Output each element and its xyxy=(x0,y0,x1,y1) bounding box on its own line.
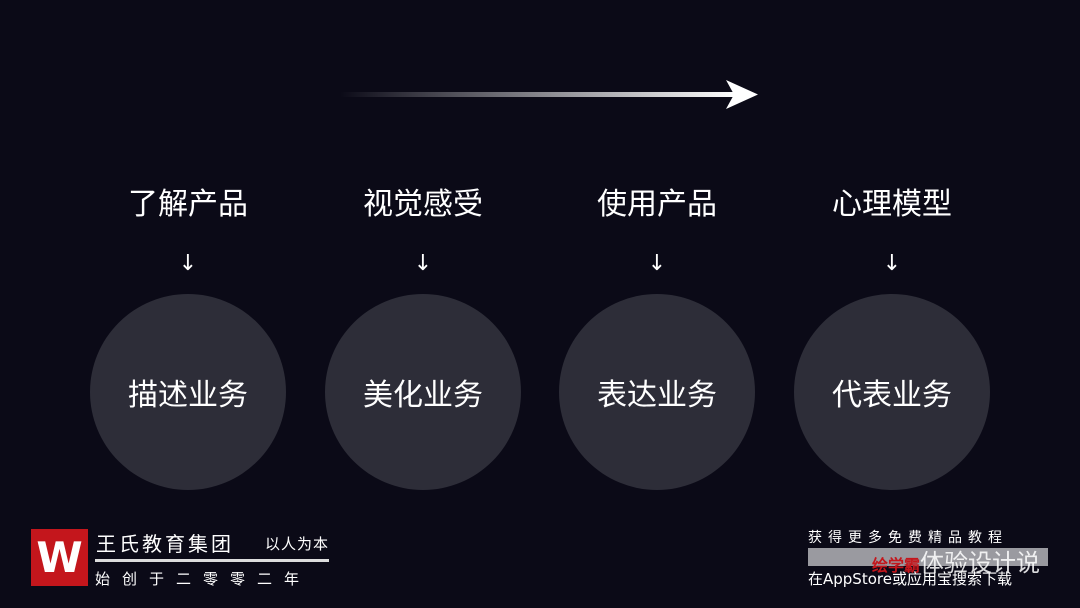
circle-label: 描述业务 xyxy=(90,294,286,490)
since-text: 始创于二零零二年 xyxy=(95,570,312,588)
column-title: 心理模型 xyxy=(832,187,952,222)
down-arrow-icon: ↓ xyxy=(178,251,198,276)
column-visual-feeling: 视觉感受 ↓ 美化业务 xyxy=(323,180,523,490)
column-title: 视觉感受 xyxy=(363,187,483,222)
watermark-brand: 绘学霸 xyxy=(872,556,921,575)
brand-logo: W xyxy=(31,529,88,586)
column-title: 使用产品 xyxy=(597,187,717,222)
circle-label: 表达业务 xyxy=(559,294,755,490)
progress-arrow-icon xyxy=(340,80,758,109)
promo-text: 获得更多免费精品教程 xyxy=(808,530,1008,546)
circle-label: 代表业务 xyxy=(794,294,990,490)
watermark: 绘学霸体验设计说 xyxy=(872,543,1040,578)
column-mental-model: 心理模型 ↓ 代表业务 xyxy=(792,180,992,490)
org-name: 王氏教育集团 xyxy=(96,532,234,556)
circle-label: 美化业务 xyxy=(325,294,521,490)
column-understand-product: 了解产品 ↓ 描述业务 xyxy=(88,180,288,490)
down-arrow-icon: ↓ xyxy=(413,251,433,276)
promo-bar xyxy=(808,548,1048,566)
down-arrow-icon: ↓ xyxy=(882,251,902,276)
download-text: 在AppStore或应用宝搜索下载 xyxy=(808,570,1012,588)
divider xyxy=(95,559,329,562)
slogan: 以人为本 xyxy=(265,535,330,553)
column-use-product: 使用产品 ↓ 表达业务 xyxy=(557,180,757,490)
watermark-text: 体验设计说 xyxy=(920,549,1041,577)
column-title: 了解产品 xyxy=(128,187,248,222)
down-arrow-icon: ↓ xyxy=(647,251,667,276)
